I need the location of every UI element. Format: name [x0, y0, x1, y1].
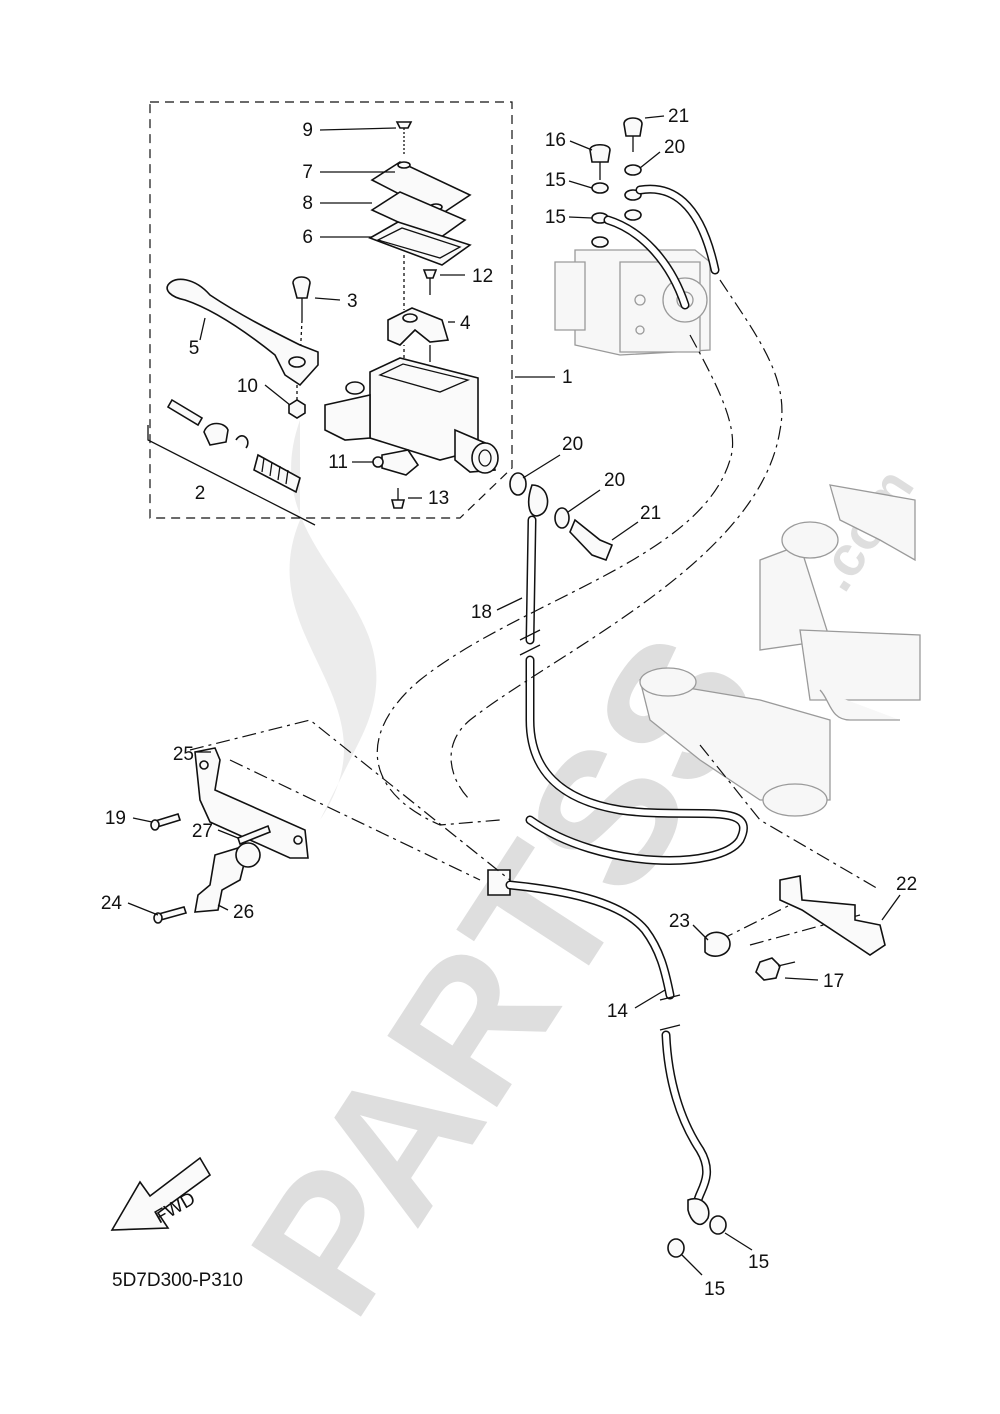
pivot-bolt-3	[292, 276, 311, 361]
callout-labels: 9 7 8 6 12 3 4 5 1 10 11 13 2 16 15 15 2…	[101, 106, 917, 1300]
master-cylinder-body-1	[324, 345, 499, 474]
forward-arrow: FWD	[110, 1156, 212, 1231]
callout-21-a: 21	[668, 106, 689, 127]
bracket-22	[779, 875, 886, 956]
callout-22: 22	[896, 874, 917, 895]
callout-23: 23	[669, 911, 690, 932]
callout-19: 19	[105, 808, 126, 829]
washer-20-top	[624, 164, 642, 221]
callout-26: 26	[233, 902, 254, 923]
brake-hose-18	[519, 484, 748, 865]
callout-4: 4	[460, 313, 471, 334]
callout-11: 11	[328, 452, 348, 473]
brake-hose-14	[487, 869, 711, 1226]
callout-25: 25	[173, 744, 194, 765]
callout-13: 13	[428, 488, 449, 509]
callout-20-b: 20	[562, 434, 583, 455]
callout-14: 14	[607, 1001, 629, 1022]
callout-15-b: 15	[545, 207, 566, 228]
callout-18: 18	[471, 602, 492, 623]
callout-2: 2	[195, 483, 206, 504]
callout-27: 27	[192, 821, 213, 842]
routing-lines	[189, 279, 881, 946]
screw-13	[390, 488, 406, 509]
callout-15-c: 15	[748, 1252, 769, 1273]
watermark: PARTSS .com	[211, 420, 926, 1350]
brake-switch-11	[372, 449, 420, 476]
screw-19	[150, 813, 182, 831]
union-bolt-21-mid	[569, 518, 614, 562]
callout-20-a: 20	[664, 137, 685, 158]
callout-3: 3	[347, 291, 358, 312]
callout-21-b: 21	[640, 503, 661, 524]
screw-12	[422, 269, 438, 295]
brake-lever-5	[166, 278, 319, 387]
callout-10: 10	[237, 376, 258, 397]
callout-1: 1	[562, 367, 573, 388]
screw-27	[237, 824, 271, 846]
callout-8: 8	[302, 193, 313, 214]
callout-9: 9	[302, 120, 313, 141]
screw-9	[395, 121, 413, 155]
callout-20-c: 20	[604, 470, 625, 491]
watermark-swoosh	[289, 420, 377, 820]
union-bolt-21-top	[623, 117, 643, 152]
washers-15-top	[591, 182, 609, 248]
bracket-26	[194, 842, 261, 913]
screw-24	[153, 906, 188, 924]
callout-24: 24	[101, 893, 123, 914]
callout-15-d: 15	[704, 1279, 725, 1300]
master-cylinder-group-outline	[149, 101, 513, 519]
diagram-code: 5D7D300-P310	[112, 1270, 243, 1291]
callout-17: 17	[823, 971, 844, 992]
callout-5: 5	[189, 338, 200, 359]
piston-kit-2	[147, 398, 316, 526]
clamp-23	[704, 931, 731, 957]
bolt-17	[755, 957, 796, 981]
bracket-25	[194, 747, 309, 859]
holder-clamp-4	[387, 255, 450, 346]
callout-6: 6	[302, 227, 313, 248]
union-bolt-16	[589, 143, 611, 180]
leader-lines	[127, 115, 901, 1276]
callout-12: 12	[472, 266, 493, 287]
callout-16: 16	[545, 130, 566, 151]
abs-hose-fittings	[603, 184, 720, 310]
callout-15-a: 15	[545, 170, 566, 191]
washer-20-mid	[509, 472, 570, 529]
callout-7: 7	[302, 162, 313, 183]
frame-steering-head-ghost	[639, 484, 921, 817]
washers-15-bottom	[667, 1215, 727, 1258]
diaphragm-6	[368, 221, 472, 266]
nut-10	[288, 385, 306, 419]
